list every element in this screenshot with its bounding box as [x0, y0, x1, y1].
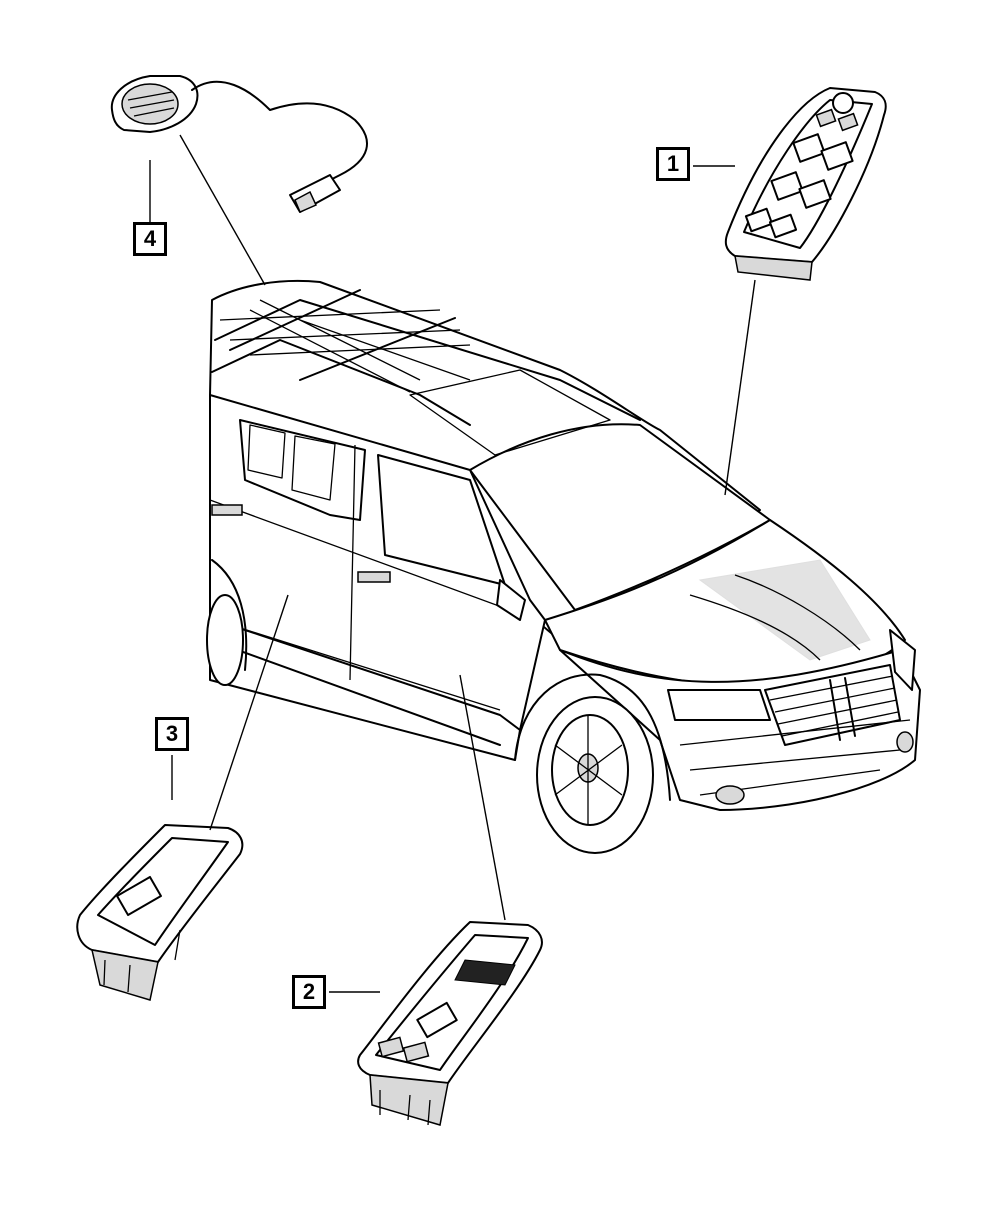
callout-3: 3: [155, 717, 189, 751]
leader-lines: [149, 134, 756, 993]
callout-1: 1: [656, 147, 690, 181]
roof-crossbar-front: [299, 317, 456, 381]
callout-4: 4: [133, 222, 167, 256]
part-3-single-window-switch: [76, 824, 244, 1001]
roof-rail-left: [214, 299, 641, 421]
vehicle-illustration: [206, 279, 921, 854]
roof-rail-right: [211, 339, 471, 426]
rear-quarter-window: [239, 419, 366, 521]
callout-2: 2: [292, 975, 326, 1009]
part-2-rear-door-switch: [357, 921, 543, 1126]
roof-crossbar-rear: [229, 289, 361, 351]
part-4-sensor-harness: [110, 75, 368, 213]
leader-2-part: [459, 674, 506, 921]
part-1-master-window-switch: [724, 87, 887, 281]
leader-3-part: [209, 594, 289, 831]
leader-1-part: [724, 279, 756, 496]
leader-4-part: [179, 134, 266, 286]
